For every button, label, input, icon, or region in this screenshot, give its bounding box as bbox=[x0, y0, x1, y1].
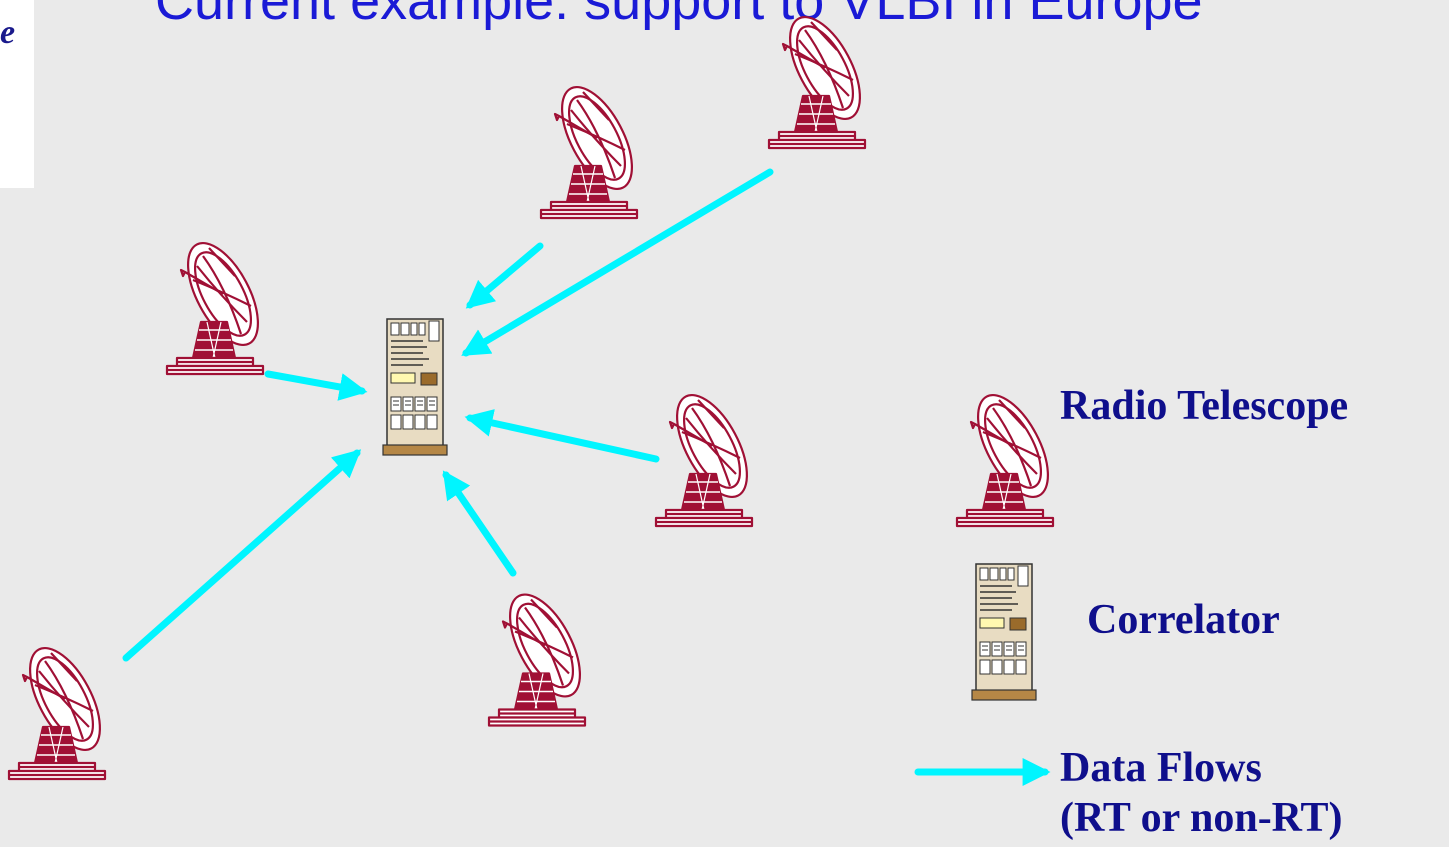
data-flow-arrow bbox=[464, 409, 660, 463]
legend-data-flows-label: Data Flows bbox=[1060, 745, 1262, 791]
data-flow-arrow bbox=[461, 168, 774, 357]
radio-telescope-icon bbox=[165, 231, 274, 376]
radio-telescope-icon bbox=[7, 636, 116, 781]
radio-telescope-icon bbox=[654, 383, 763, 528]
data-flow-arrow bbox=[122, 449, 362, 662]
radio-telescope-icon bbox=[539, 75, 648, 220]
data-flow-arrow bbox=[465, 242, 544, 309]
correlator-rack-icon bbox=[382, 318, 448, 456]
radio-telescope-icon bbox=[487, 582, 596, 727]
data-flow-arrow bbox=[442, 470, 517, 577]
legend-data-flows-sub-label: (RT or non-RT) bbox=[1060, 795, 1343, 841]
data-flow-arrow bbox=[264, 370, 368, 401]
legend-radio-telescope-label: Radio Telescope bbox=[1060, 383, 1349, 429]
correlator-rack-icon bbox=[971, 563, 1037, 701]
logo-text: e bbox=[0, 14, 16, 51]
slide-title: Current example: support to VLBI in Euro… bbox=[155, 0, 1203, 31]
legend-correlator-label: Correlator bbox=[1087, 597, 1280, 643]
logo-panel: e bbox=[0, 0, 34, 188]
radio-telescope-icon bbox=[767, 5, 876, 150]
radio-telescope-icon bbox=[955, 383, 1064, 528]
